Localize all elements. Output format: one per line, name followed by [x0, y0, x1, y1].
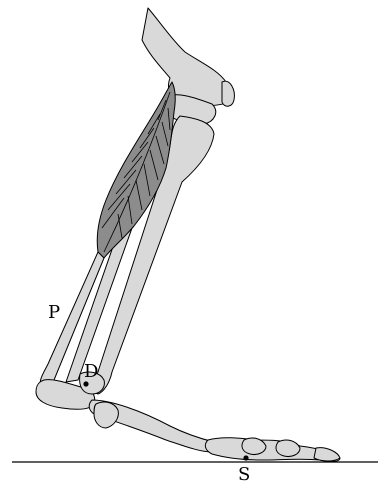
point-s-marker	[243, 455, 248, 460]
label-s: S	[238, 464, 250, 485]
point-d-marker	[83, 381, 88, 386]
label-d: D	[84, 361, 98, 382]
midfoot-bone	[94, 402, 118, 428]
toe-tip	[314, 448, 340, 461]
toe-joint	[276, 440, 300, 457]
label-p: P	[48, 302, 60, 323]
knee-cap	[222, 81, 234, 106]
femur-bone	[142, 8, 232, 106]
